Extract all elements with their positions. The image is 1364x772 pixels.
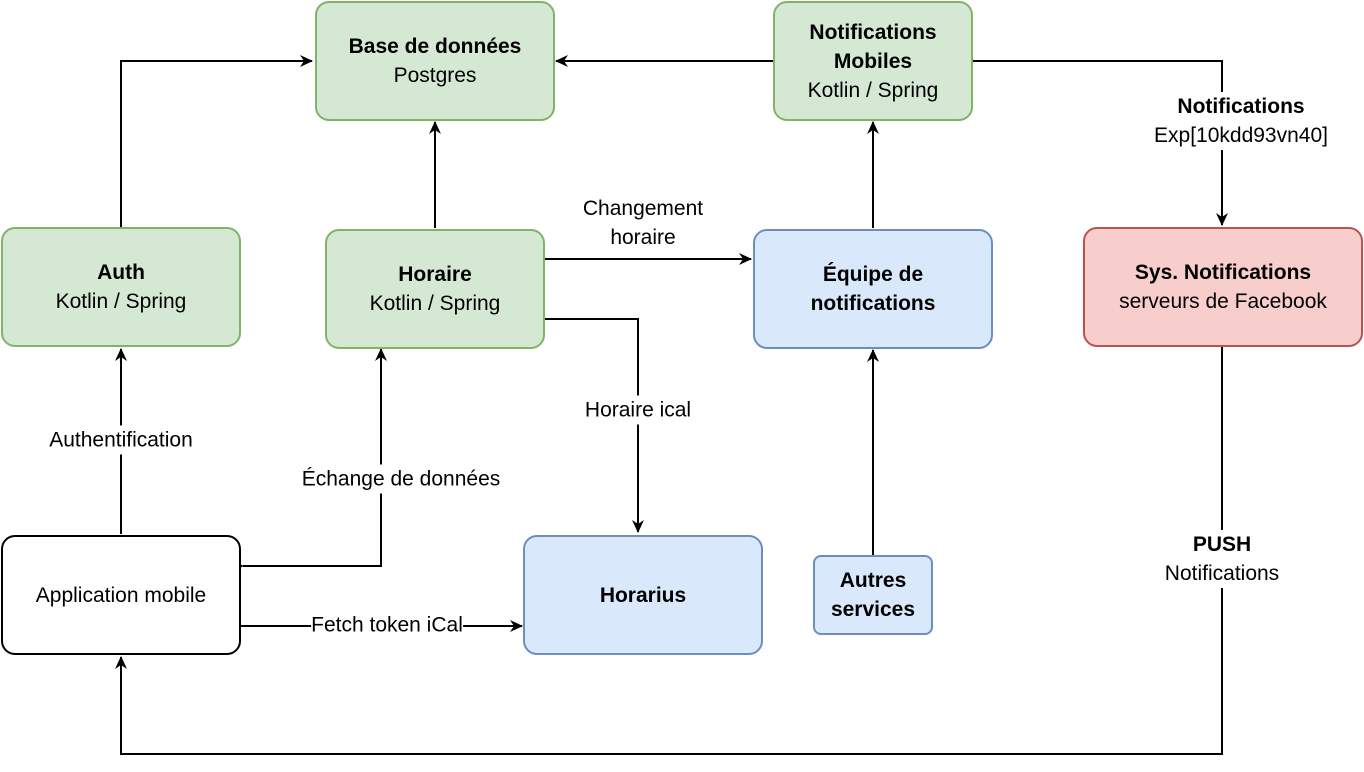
edge-notif-to-sys xyxy=(973,60,1228,226)
node-equipe-notifications-title: Équipe de notifications xyxy=(810,263,936,315)
label-echange-donnees-text: Échange de données xyxy=(301,467,501,491)
label-notifications-exp-sub: Exp[10kdd93vn40] xyxy=(1154,124,1328,147)
label-changement-horaire: Changement horaire xyxy=(568,194,718,252)
node-sys-notifications-title: Sys. Notifications xyxy=(1134,261,1312,284)
label-notifications-exp: Notifications Exp[10kdd93vn40] xyxy=(1154,92,1328,150)
node-horarius[interactable]: Horarius xyxy=(523,535,763,655)
label-push-sub: Notifications xyxy=(1164,562,1280,585)
node-notifications-mobiles-title: Notifications Mobiles xyxy=(809,20,937,73)
node-horaire[interactable]: Horaire Kotlin / Spring xyxy=(325,229,545,349)
label-authentification: Authentification xyxy=(49,425,193,455)
node-sys-notifications[interactable]: Sys. Notifications serveurs de Facebook xyxy=(1083,227,1363,347)
label-authentification-text: Authentification xyxy=(49,428,193,452)
node-auth-subtitle: Kotlin / Spring xyxy=(55,290,187,313)
node-notifications-mobiles[interactable]: Notifications Mobiles Kotlin / Spring xyxy=(773,1,973,121)
label-push-notifications: PUSH Notifications xyxy=(1164,530,1280,588)
label-fetch-token-text: Fetch token iCal xyxy=(311,613,463,637)
node-horarius-title: Horarius xyxy=(599,583,687,607)
edge-horaire-to-horarius xyxy=(545,318,644,533)
node-autres-services-title: Autres services xyxy=(830,569,916,621)
label-notifications-exp-title: Notifications xyxy=(1177,95,1305,118)
edge-app-horaire xyxy=(231,348,387,572)
node-equipe-notifications[interactable]: Équipe de notifications xyxy=(753,229,993,349)
label-fetch-token: Fetch token iCal xyxy=(311,610,463,640)
node-autres-services[interactable]: Autres services xyxy=(813,555,933,635)
node-application-mobile-title: Application mobile xyxy=(35,583,207,607)
node-database[interactable]: Base de données Postgres xyxy=(315,1,555,121)
node-auth-title: Auth xyxy=(97,261,145,284)
node-database-subtitle: Postgres xyxy=(393,64,477,87)
label-horaire-ical-text: Horaire ical xyxy=(584,398,692,422)
node-database-title: Base de données xyxy=(348,35,522,58)
node-auth[interactable]: Auth Kotlin / Spring xyxy=(1,227,241,347)
label-push-title: PUSH xyxy=(1192,533,1252,556)
node-application-mobile[interactable]: Application mobile xyxy=(1,535,241,655)
label-changement-horaire-text: Changement horaire xyxy=(582,197,704,249)
node-horaire-subtitle: Kotlin / Spring xyxy=(369,292,501,315)
node-horaire-title: Horaire xyxy=(398,263,472,286)
node-notifications-mobiles-subtitle: Kotlin / Spring xyxy=(807,78,939,102)
label-horaire-ical: Horaire ical xyxy=(584,395,692,425)
node-sys-notifications-subtitle: serveurs de Facebook xyxy=(1119,290,1327,313)
label-echange-donnees: Échange de données xyxy=(301,464,501,494)
edge-auth-to-db xyxy=(120,55,313,228)
